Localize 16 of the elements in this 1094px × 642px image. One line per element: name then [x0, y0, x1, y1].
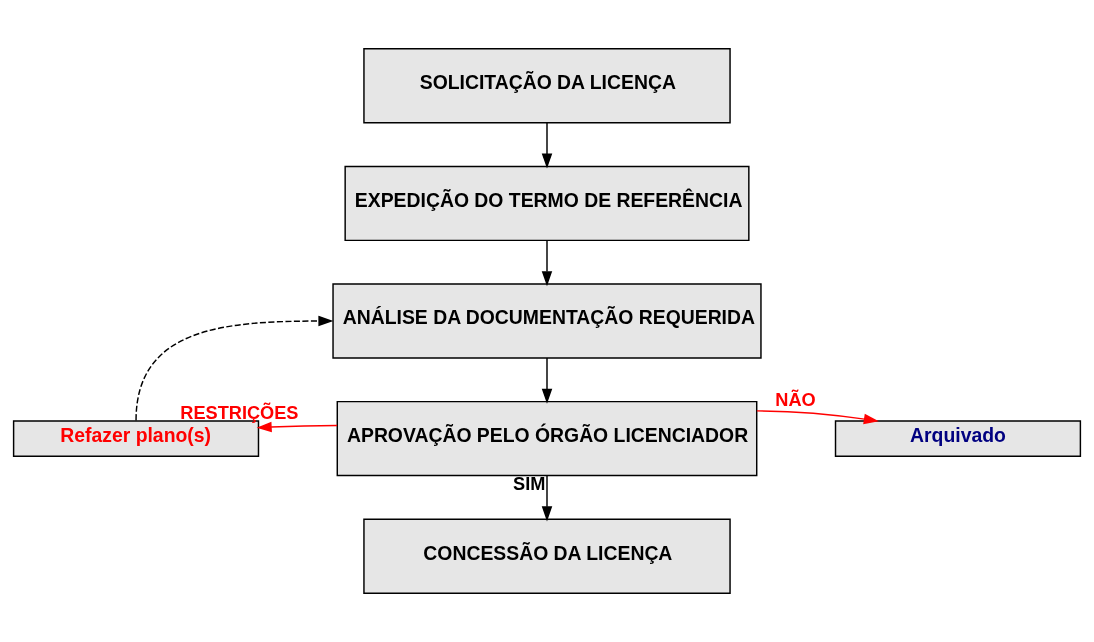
node-box: SOLICITAÇÃO DA LICENÇA — [363, 48, 731, 124]
node-box: CONCESSÃO DA LICENÇA — [363, 518, 731, 594]
arrow — [541, 357, 553, 404]
arrow — [541, 239, 553, 287]
arrow — [756, 410, 879, 425]
arrow — [541, 474, 553, 522]
edge-label: NÃO — [775, 390, 816, 411]
edge-label: SIM — [513, 474, 546, 495]
node-box: Arquivado — [834, 420, 1082, 457]
node-box: ANÁLISE DA DOCUMENTAÇÃO REQUERIDA — [332, 283, 762, 359]
arrow — [541, 122, 553, 169]
node-box: EXPEDIÇÃO DO TERMO DE REFERÊNCIA — [344, 165, 750, 242]
edge-label: RESTRIÇÕES — [180, 402, 299, 423]
arrow — [256, 421, 338, 433]
arrow — [135, 315, 334, 422]
node-box: APROVAÇÃO PELO ÓRGÃO LICENCIADOR — [336, 400, 758, 477]
